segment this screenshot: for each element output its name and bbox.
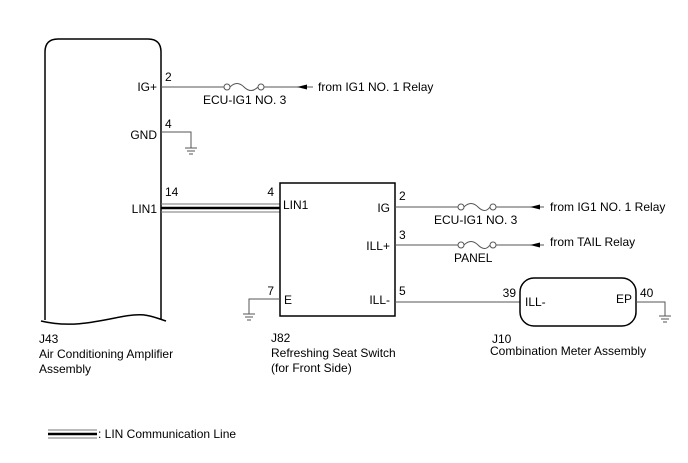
seat-switch-component: LIN1 4 E 7 IG 2 ILL+ 3 ILL- 5 J82 Refres… [267,182,406,375]
switch-pin-illp-num: 3 [399,228,406,242]
arrow-icon [530,242,540,248]
fuse-icon [223,83,265,91]
ac-amplifier-break-line [40,314,167,325]
meter-code: J10 [492,332,512,346]
switch-code: J82 [271,331,291,345]
meter-name: Combination Meter Assembly [490,344,646,358]
legend-lin-label: : LIN Communication Line [98,427,236,441]
ac-amp-pin-ig-num: 2 [165,70,172,84]
switch-name-2: (for Front Side) [271,361,352,375]
source-label: from IG1 NO. 1 Relay [318,80,433,94]
legend: : LIN Communication Line [48,427,236,441]
ac-amp-ig-circuit: ECU-IG1 NO. 3 from IG1 NO. 1 Relay [161,80,433,107]
ac-amp-name-1: Air Conditioning Amplifier [39,347,173,361]
switch-pin-lin-name: LIN1 [283,198,309,212]
switch-pin-lin-num: 4 [267,185,274,199]
ground-icon [242,313,256,321]
meter-pin-ep-name: EP [616,292,632,306]
switch-pin-ig-num: 2 [399,189,406,203]
ac-amp-pin-lin-name: LIN1 [132,202,158,216]
fuse-label: ECU-IG1 NO. 3 [203,93,287,107]
meter-pin-ill-num: 39 [503,286,517,300]
switch-illp-circuit: PANEL from TAIL Relay [395,235,635,265]
switch-name-1: Refreshing Seat Switch [271,346,396,360]
meter-pin-ill-name: ILL- [525,295,546,309]
ground-icon [658,315,672,323]
combination-meter-component: ILL- 39 EP 40 J10 Combination Meter Asse… [490,277,654,358]
fuse-icon [457,241,497,249]
switch-pin-e-name: E [284,293,292,307]
meter-pin-ep-num: 40 [640,286,654,300]
seat-switch-body [279,182,396,317]
meter-ep-ground-circuit [636,301,672,323]
ac-amplifier-body [44,38,162,320]
switch-e-ground-circuit [242,298,280,321]
arrow-icon [297,84,307,90]
ground-icon [184,147,198,155]
fuse-label: ECU-IG1 NO. 3 [434,213,518,227]
ac-amp-code: J43 [39,332,59,346]
switch-pin-illp-name: ILL+ [366,239,390,253]
ac-amp-name-2: Assembly [39,362,91,376]
ac-amp-pin-gnd-num: 4 [165,117,172,131]
lin-line-legend-icon [48,429,97,439]
switch-pin-illm-name: ILL- [369,293,390,307]
fuse-icon [457,203,497,211]
switch-pin-illm-num: 5 [399,284,406,298]
ac-amp-gnd-circuit [161,131,198,155]
arrow-icon [530,204,540,210]
source-label: from TAIL Relay [550,235,635,249]
switch-pin-e-num: 7 [267,284,274,298]
switch-pin-ig-name: IG [377,201,390,215]
ac-amp-pin-gnd-name: GND [130,128,157,142]
ac-amplifier-component: IG+ 2 GND 4 LIN1 14 J43 Air Conditioning… [39,38,179,376]
ac-amp-pin-lin-num: 14 [165,185,179,199]
lin-communication-line [161,203,280,213]
source-label: from IG1 NO. 1 Relay [550,200,665,214]
ac-amp-pin-ig-name: IG+ [137,80,157,94]
fuse-label: PANEL [454,251,493,265]
switch-ig-circuit: ECU-IG1 NO. 3 from IG1 NO. 1 Relay [395,200,665,227]
